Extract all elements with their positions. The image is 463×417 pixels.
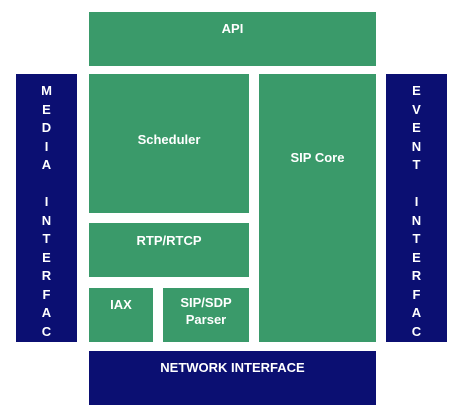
media-interface-gap [16,175,77,194]
sip-sdp-parser-block: SIP/SDP Parser [163,288,249,342]
event-interface-letter: C [411,323,422,339]
api-block: API [89,12,376,66]
media-interface-letter: A [41,157,52,172]
media-interface-letter: I [44,138,49,154]
iax-label: IAX [110,297,132,312]
media-interface-letter: A [41,305,52,320]
sip-core-label: SIP Core [290,150,345,165]
event-interface-letter: E [412,120,421,135]
media-interface-letter: R [41,268,52,283]
media-interface-letter: M [41,83,52,98]
event-interface-letter: N [411,212,422,228]
media-interface-letter: E [42,249,51,265]
event-interface-letter: E [412,342,421,357]
event-interface-letter: E [412,249,421,265]
event-interface-letter: I [414,194,419,209]
network-interface-block: NETWORK INTERFACE [89,351,376,405]
sip-sdp-parser-label-line1: SIP/SDP [180,295,232,310]
media-interface-letter: E [42,342,51,357]
event-interface-letter: E [412,83,421,98]
event-interface-letter: T [412,157,421,172]
sip-core-block: SIP Core [259,74,376,342]
rtp-rtcp-block: RTP/RTCP [89,223,249,277]
event-interface-letter: A [411,305,422,320]
rtp-rtcp-label: RTP/RTCP [136,233,202,248]
sip-sdp-parser-label-line2: Parser [185,312,227,327]
scheduler-block: Scheduler [89,74,249,213]
event-interface-gap [386,175,447,194]
event-interface-letter: R [411,268,422,283]
scheduler-label: Scheduler [137,132,201,147]
media-interface-letter: T [42,231,51,246]
event-interface-letter: V [412,101,421,117]
media-interface-letter: E [42,101,51,117]
media-interface-letter: N [41,212,52,228]
event-interface-letter: F [412,286,421,302]
event-interface-letter: N [411,138,422,154]
media-interface-letter: I [44,194,49,209]
media-interface-letter: C [41,323,52,339]
media-interface-letter: F [42,286,51,302]
network-interface-label: NETWORK INTERFACE [160,360,305,375]
media-interface-letter: D [41,120,52,135]
api-label: API [221,21,244,36]
iax-block: IAX [89,288,153,342]
event-interface-letter: T [412,231,421,246]
